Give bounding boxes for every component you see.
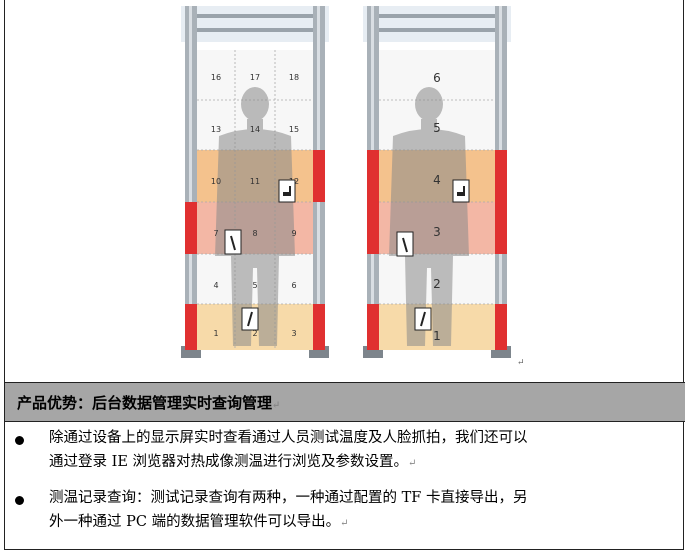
zone-number: 1 [433,329,441,343]
red-indicator [495,150,507,254]
cell-number: 4 [213,281,218,290]
bullet-line: 除通过设备上的显示屏实时查看通过人员测试温度及人脸抓拍，我们还可以 [49,430,528,446]
detected-object-icon [224,229,242,255]
detected-object-icon [414,307,432,331]
bullet-line-end: 通过登录 IE 浏览器对热成像测温进行浏览及参数设置。↵ [49,450,679,476]
bullet-line-end: 外一种通过 PC 端的数据管理软件可以导出。↵ [49,510,679,536]
bullet-line: 测温记录查询：测试记录查询有两种，一种通过配置的 TF 卡直接导出，另 [49,490,528,506]
bullet-dot-icon [15,436,24,445]
cell-number: 18 [289,73,299,82]
cell-number: 1 [213,329,218,338]
zone-number: 6 [433,71,441,85]
cell-number: 2 [252,329,257,338]
paragraph-mark: ↵ [408,458,417,469]
red-indicator [185,304,197,350]
red-indicator [367,150,379,254]
cell-number: 3 [291,329,296,338]
bullet-line: 外一种通过 PC 端的数据管理软件可以导出。 [49,514,341,530]
bullet-text: 除通过设备上的显示屏实时查看通过人员测试温度及人脸抓拍，我们还可以 通过登录 I… [49,426,679,476]
cell-number: 6 [291,281,296,290]
paragraph-mark: ↵ [517,358,525,368]
gate-illustration: 16 17 18 13 14 15 10 11 12 7 8 9 4 5 6 1… [5,0,685,378]
person-silhouette [389,87,469,346]
detected-object-icon [278,179,296,203]
detected-object-icon [452,179,470,203]
red-indicator [367,304,379,350]
zone-number: 2 [433,277,441,291]
gate-left-diagram: 16 17 18 13 14 15 10 11 12 7 8 9 4 5 6 1… [175,6,335,366]
cell-number: 9 [291,229,296,238]
cell-number: 14 [250,125,260,134]
cell-number: 17 [250,73,260,82]
gate-left-svg: 16 17 18 13 14 15 10 11 12 7 8 9 4 5 6 1… [181,6,329,358]
bullet-line: 通过登录 IE 浏览器对热成像测温进行浏览及参数设置。 [49,454,409,470]
document-frame: 16 17 18 13 14 15 10 11 12 7 8 9 4 5 6 1… [4,0,685,550]
paragraph-mark: ↵ [272,400,281,411]
section-title: 产品优势：后台数据管理实时查询管理↵ [17,392,280,413]
cell-number: 7 [213,229,218,238]
red-indicator [313,304,325,350]
red-indicator [495,304,507,350]
detected-object-icon [241,307,259,331]
gate-right-diagram: 6 5 4 3 2 1 [357,6,517,366]
zone-number: 4 [433,173,441,187]
cell-number: 16 [211,73,221,82]
cell-number: 5 [252,281,257,290]
cell-number: 10 [211,177,221,186]
red-indicator [185,202,197,254]
gate-top-beam [181,6,329,42]
red-indicator [313,150,325,202]
person-silhouette [215,87,295,346]
cell-number: 8 [252,229,257,238]
bullet-dot-icon [15,496,24,505]
cell-number: 11 [250,177,260,186]
detected-object-icon [396,231,414,257]
section-title-text: 产品优势：后台数据管理实时查询管理 [17,394,273,412]
cell-number: 13 [211,125,221,134]
zone-number: 5 [433,121,441,135]
gate-right-svg: 6 5 4 3 2 1 [363,6,511,358]
paragraph-mark: ↵ [340,518,349,529]
bullet-text: 测温记录查询：测试记录查询有两种，一种通过配置的 TF 卡直接导出，另 外一种通… [49,486,679,536]
gate-top-beam [363,6,511,42]
cell-number: 15 [289,125,299,134]
section-header-bar: 产品优势：后台数据管理实时查询管理↵ [5,382,685,422]
zone-number: 3 [433,225,441,239]
